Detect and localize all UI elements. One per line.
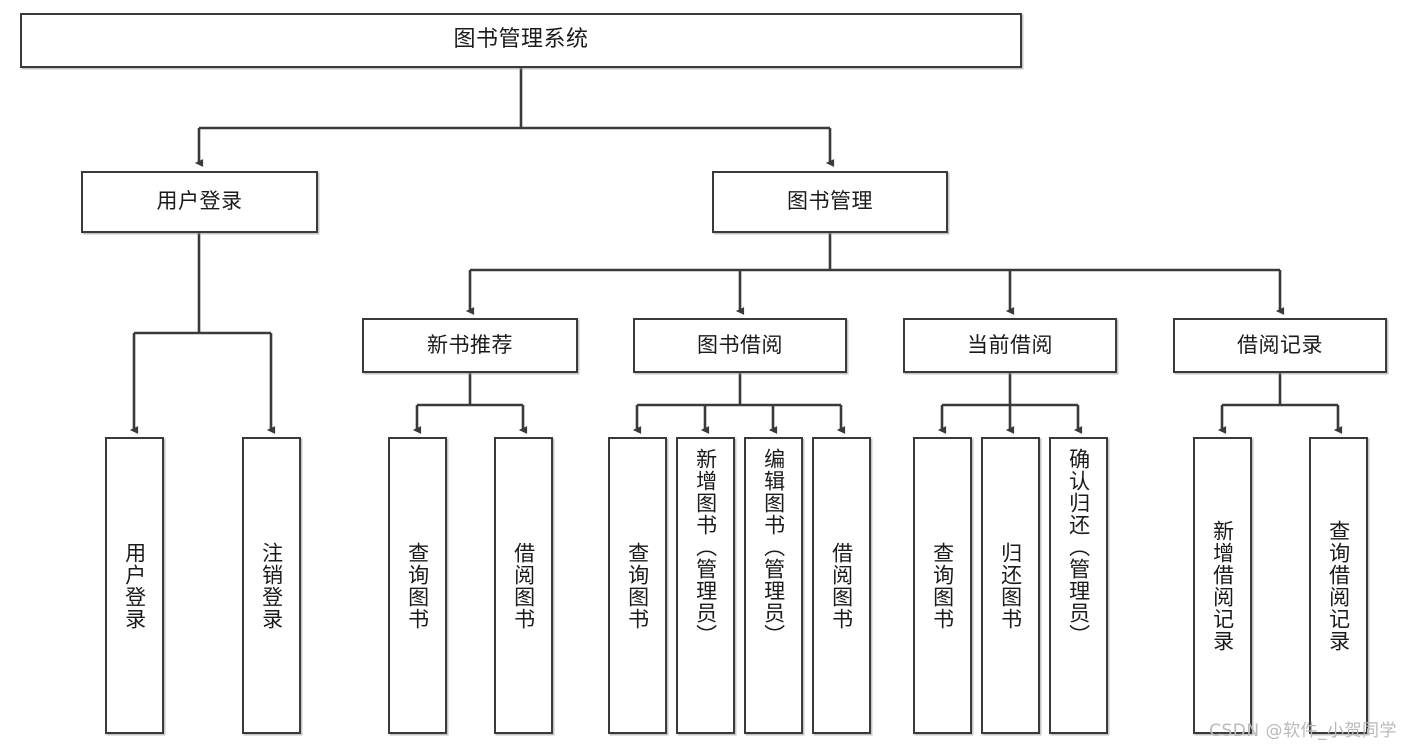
node-label: 编辑图书（管理员） <box>761 448 786 646</box>
leaf-borrow-book-recommend[interactable]: 借阅图书 <box>494 437 553 734</box>
node-new-book-recommend[interactable]: 新书推荐 <box>362 318 578 373</box>
node-label: 新增图书（管理员） <box>693 448 718 646</box>
leaf-confirm-return-admin[interactable]: 确认归还（管理员） <box>1049 437 1108 734</box>
node-label: 新书推荐 <box>427 332 513 357</box>
leaf-query-book-borrow[interactable]: 查询图书 <box>608 437 667 734</box>
leaf-query-book-recommend[interactable]: 查询图书 <box>388 437 447 734</box>
node-current-borrow[interactable]: 当前借阅 <box>903 318 1117 373</box>
leaf-query-borrow-record[interactable]: 查询借阅记录 <box>1309 437 1368 734</box>
node-label: 查询图书 <box>930 541 955 630</box>
leaf-query-book-current[interactable]: 查询图书 <box>913 437 972 734</box>
leaf-edit-book-admin[interactable]: 编辑图书（管理员） <box>744 437 803 734</box>
node-label: 图书借阅 <box>697 332 783 357</box>
node-book-borrow[interactable]: 图书借阅 <box>633 318 847 373</box>
leaf-user-login[interactable]: 用户登录 <box>105 437 164 734</box>
node-label: 查询图书 <box>405 541 430 630</box>
leaf-return-book[interactable]: 归还图书 <box>981 437 1040 734</box>
node-label: 图书管理系统 <box>453 27 589 53</box>
node-label: 用户登录 <box>122 541 147 630</box>
node-label: 图书管理 <box>787 189 873 214</box>
leaf-borrow-book[interactable]: 借阅图书 <box>812 437 871 734</box>
node-label: 新增借阅记录 <box>1210 519 1235 652</box>
node-root-system[interactable]: 图书管理系统 <box>20 13 1022 68</box>
node-label: 用户登录 <box>156 189 243 214</box>
node-label: 借阅记录 <box>1237 332 1323 357</box>
leaf-add-book-admin[interactable]: 新增图书（管理员） <box>676 437 735 734</box>
node-user-login[interactable]: 用户登录 <box>81 171 318 233</box>
node-label: 确认归还（管理员） <box>1066 448 1091 646</box>
node-label: 查询借阅记录 <box>1326 519 1351 652</box>
node-book-management[interactable]: 图书管理 <box>712 171 948 233</box>
node-label: 注销登录 <box>259 541 284 630</box>
leaf-add-borrow-record[interactable]: 新增借阅记录 <box>1193 437 1252 734</box>
node-label: 归还图书 <box>998 541 1023 630</box>
node-label: 查询图书 <box>625 541 650 630</box>
node-label: 当前借阅 <box>967 332 1053 357</box>
node-label: 借阅图书 <box>511 541 536 630</box>
watermark: CSDN @软件_小贺同学 <box>1209 721 1397 741</box>
node-label: 借阅图书 <box>829 541 854 630</box>
leaf-logout[interactable]: 注销登录 <box>242 437 301 734</box>
node-borrow-record[interactable]: 借阅记录 <box>1173 318 1387 373</box>
